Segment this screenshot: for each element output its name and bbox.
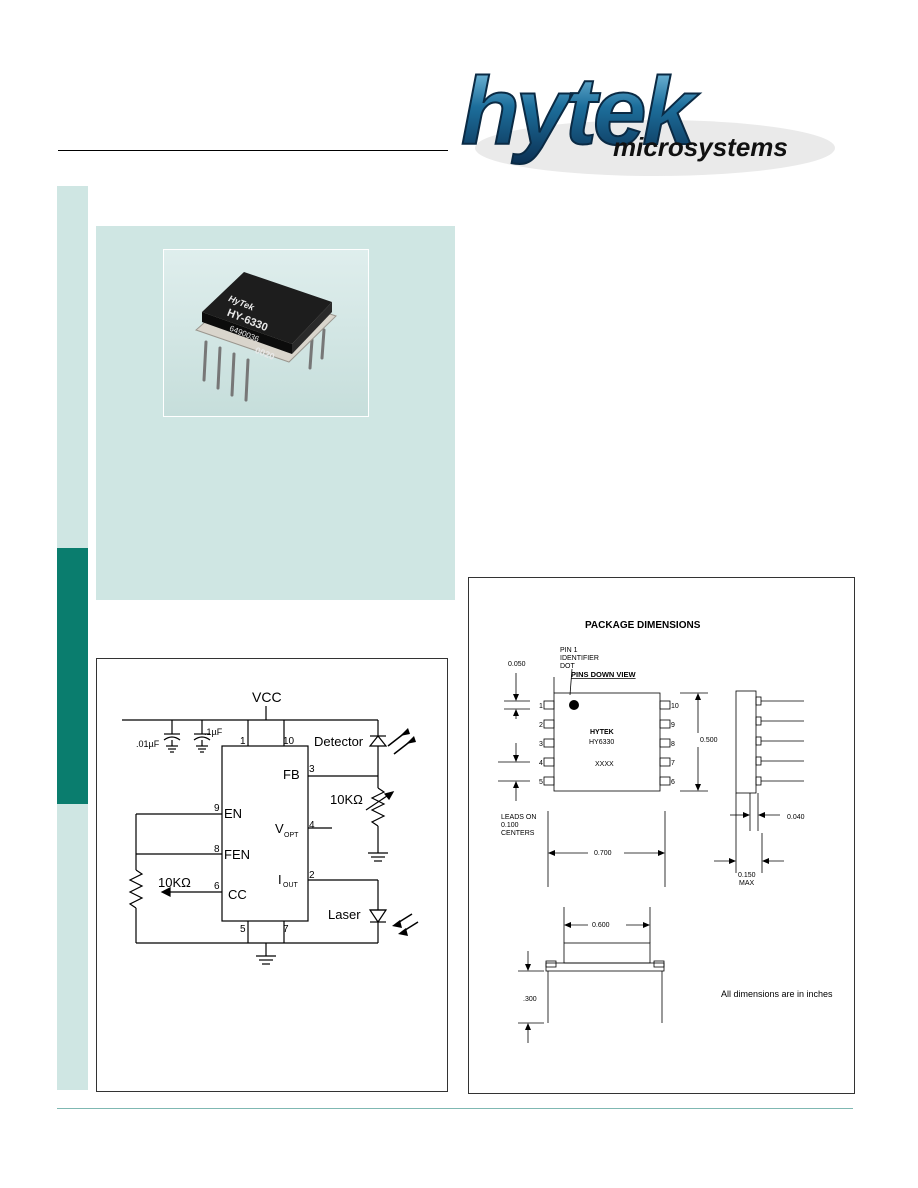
pin-right-8: 8 [671, 741, 675, 748]
package-drawing: PACKAGE DIMENSIONS PIN 1 IDENTIFIER DOT … [498, 620, 833, 1043]
pin1-dot [569, 700, 579, 710]
pin-left-4: 4 [539, 760, 543, 767]
leads-line1: LEADS ON [501, 814, 536, 821]
pin4-label: 4 [309, 820, 315, 831]
product-photo: HyTek HY-6330 6490036 0020 [163, 249, 369, 417]
pin9-label: 9 [214, 803, 220, 814]
logo-sub: microsystems [613, 132, 788, 162]
footer-rule [57, 1108, 853, 1109]
pin1-id-line1: PIN 1 [560, 647, 578, 654]
dim-150-max: MAX [739, 880, 755, 887]
package-title: PACKAGE DIMENSIONS [585, 620, 701, 631]
pin2-label: 2 [309, 870, 315, 881]
pin1-id-line3: DOT [560, 663, 576, 670]
pin-left-2: 2 [539, 722, 543, 729]
pin-left-1: 1 [539, 703, 543, 710]
cap1-label: .01µF [136, 739, 160, 749]
iout-sub: OUT [283, 882, 299, 889]
side-band-accent [57, 548, 88, 804]
leads-line3: CENTERS [501, 830, 535, 837]
fen-label: FEN [224, 847, 250, 862]
pin5-label: 5 [240, 924, 246, 935]
en-label: EN [224, 806, 242, 821]
laser-label: Laser [328, 907, 361, 922]
cc-label: CC [228, 887, 247, 902]
logo-brand: hytek [461, 58, 700, 165]
hytek-logo: hytek microsystems [460, 57, 835, 176]
package-dimensions-frame [468, 577, 855, 1094]
pin6-label: 6 [214, 881, 220, 892]
chip-illustration: HyTek HY-6330 6490036 0020 [195, 272, 337, 402]
marking-line2: HY6330 [589, 739, 614, 746]
pin-right-7: 7 [671, 760, 675, 767]
res-fb-label: 10KΩ [330, 792, 363, 807]
pin8-label: 8 [214, 844, 220, 855]
vopt-sub: OPT [284, 832, 299, 839]
vopt-label: V [275, 821, 284, 836]
units-note: All dimensions are in inches [721, 989, 833, 999]
pin-left-5: 5 [539, 779, 543, 786]
fb-label: FB [283, 767, 300, 782]
pin-left-3: 3 [539, 741, 543, 748]
pin1-id-line2: IDENTIFIER [560, 655, 599, 662]
iout-label: I [278, 872, 282, 887]
dim-300: .300 [523, 996, 537, 1003]
cap2-label: .1µF [204, 727, 223, 737]
marking-line1: HYTEK [590, 729, 614, 736]
dim-150: 0.150 [738, 872, 756, 879]
vcc-label: VCC [252, 689, 282, 705]
leads-line2: 0.100 [501, 822, 519, 829]
header-rule [58, 150, 448, 151]
marking-line3: XXXX [595, 761, 614, 768]
res-cc-label: 10KΩ [158, 875, 191, 890]
pin-right-6: 6 [671, 779, 675, 786]
schematic-frame [96, 658, 448, 1092]
dim-700: 0.700 [594, 850, 612, 857]
pin-right-10: 10 [671, 703, 679, 710]
detector-label: Detector [314, 734, 364, 749]
pin3-label: 3 [309, 764, 315, 775]
application-schematic: VCC .01µF .1µF 1 10 3 4 2 9 8 6 5 7 FB E… [122, 689, 419, 965]
pin1-label: 1 [240, 736, 246, 747]
view-label: PINS DOWN VIEW [571, 670, 637, 679]
pin7-label: 7 [283, 924, 289, 935]
dim-500: 0.500 [700, 737, 718, 744]
pin-right-9: 9 [671, 722, 675, 729]
dim-040: 0.040 [787, 814, 805, 821]
dim-050: 0.050 [508, 661, 526, 668]
pin10-label: 10 [283, 736, 295, 747]
dim-600: 0.600 [592, 922, 610, 929]
